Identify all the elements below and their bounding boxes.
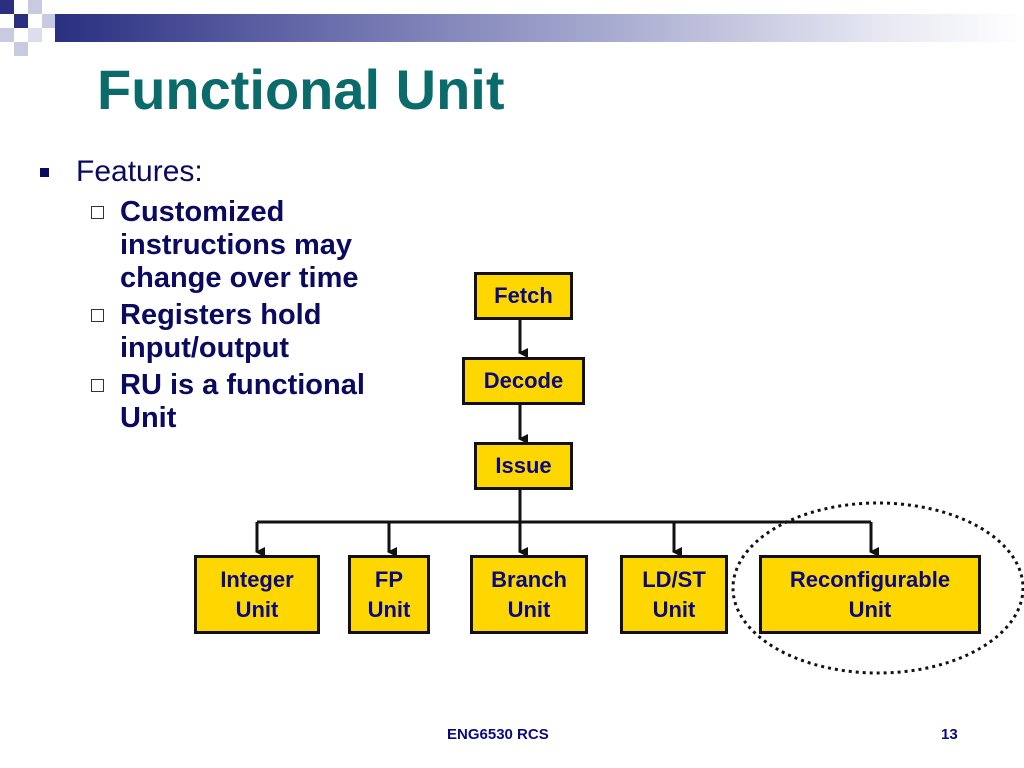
- slide-title: Functional Unit: [97, 58, 505, 121]
- footer-page-number: 13: [941, 726, 958, 743]
- issue-box: Issue: [474, 442, 573, 490]
- bullet-text: Features:: [76, 155, 203, 188]
- bullet-square-icon: [40, 168, 49, 177]
- fetch-label: Fetch: [494, 283, 553, 308]
- fp-unit-label: FP Unit: [367, 566, 411, 622]
- decode-label: Decode: [483, 368, 564, 393]
- sub-bullet-box-icon: [91, 309, 104, 322]
- sub-bullet-text: Customized instructions may change over …: [120, 196, 359, 294]
- decor-square: [14, 42, 28, 56]
- sub-bullet-text: RU is a functional Unit: [120, 369, 365, 434]
- issue-label: Issue: [495, 453, 552, 478]
- branch-unit-label: Branch Unit: [491, 566, 567, 622]
- decor-square: [42, 14, 56, 28]
- decode-box: Decode: [462, 357, 585, 405]
- sub-bullet-item: Registers hold input/output: [36, 299, 426, 365]
- decor-square: [28, 28, 42, 42]
- ldst-unit-box: LD/ST Unit: [620, 555, 728, 634]
- sub-bullet-text: Registers hold input/output: [120, 299, 322, 364]
- sub-bullet-item: RU is a functional Unit: [36, 369, 426, 435]
- fetch-box: Fetch: [474, 272, 573, 320]
- highlight-ellipse: [731, 501, 1024, 675]
- sub-bullet-box-icon: [91, 206, 104, 219]
- integer-unit-label: Integer Unit: [220, 566, 294, 622]
- footer-course: ENG6530 RCS: [447, 726, 549, 743]
- decor-square: [28, 0, 42, 14]
- bullet-item: Features:: [36, 152, 426, 192]
- decor-square: [14, 14, 28, 28]
- decor-square: [0, 0, 14, 14]
- sub-bullet-item: Customized instructions may change over …: [36, 196, 426, 295]
- integer-unit-box: Integer Unit: [194, 555, 320, 634]
- reconfigurable-unit-box: Reconfigurable Unit: [759, 555, 981, 634]
- branch-unit-box: Branch Unit: [470, 555, 588, 634]
- bullet-list: Features: Customized instructions may ch…: [36, 152, 426, 435]
- sub-bullet-box-icon: [91, 379, 104, 392]
- header-gradient-bar: [55, 14, 1024, 42]
- ldst-unit-label: LD/ST Unit: [642, 566, 706, 622]
- reconfigurable-unit-label: Reconfigurable Unit: [789, 566, 951, 622]
- fp-unit-box: FP Unit: [348, 555, 430, 634]
- decor-square: [0, 28, 14, 42]
